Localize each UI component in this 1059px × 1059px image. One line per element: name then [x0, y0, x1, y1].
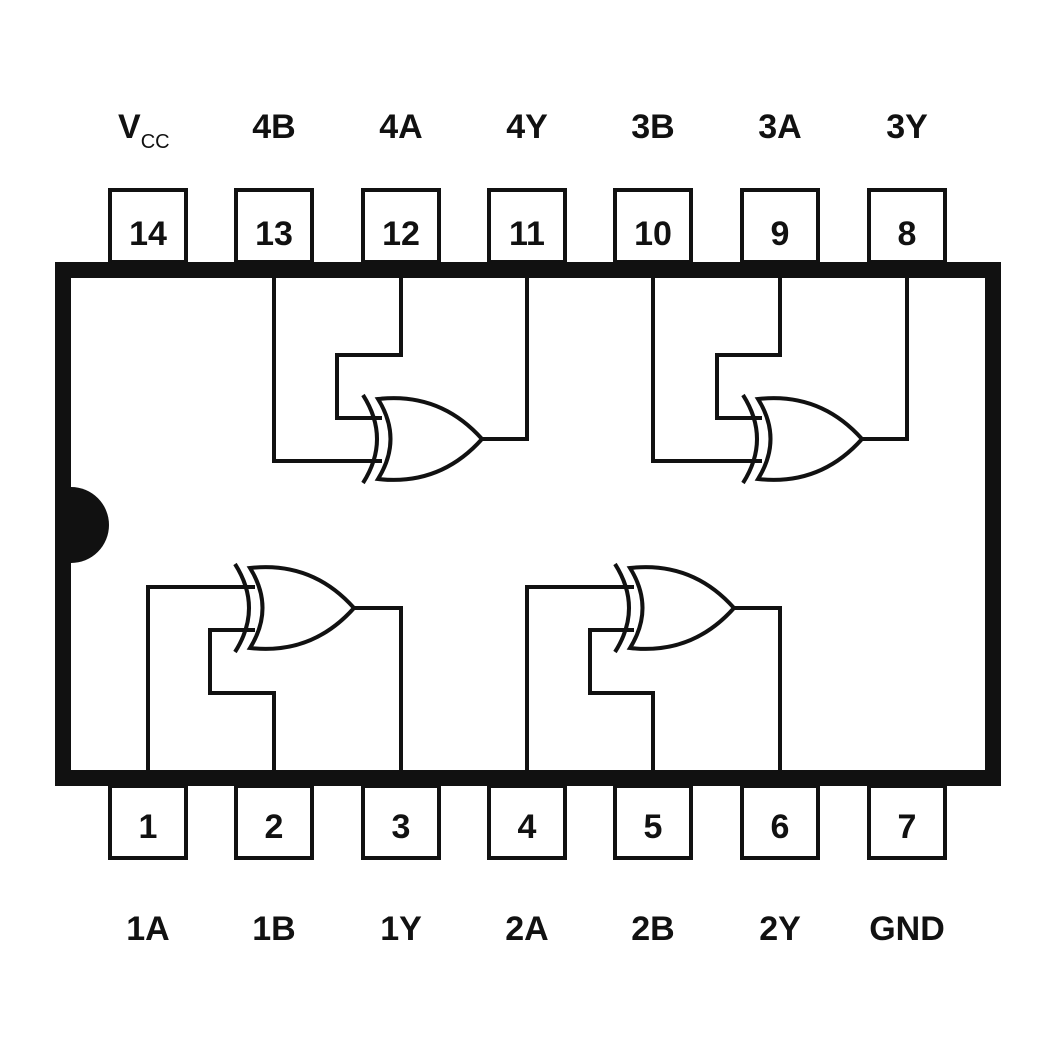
- gate-3-wiring: [651, 278, 909, 463]
- gate-3-xor-body: [754, 396, 865, 482]
- pin-8-number: 8: [898, 215, 917, 253]
- pin-2-number: 2: [265, 808, 284, 846]
- pin-1-number: 1: [139, 808, 158, 846]
- wire-gate3-to-pin8: [862, 278, 909, 441]
- pin-12: 12: [361, 188, 441, 264]
- pin-2-label: 1B: [252, 910, 295, 948]
- gate-1-wiring: [146, 585, 403, 770]
- pin-3-box: [361, 784, 441, 860]
- vcc-main: V: [118, 108, 141, 146]
- pin-1-label: 1A: [126, 910, 169, 948]
- pin-13-number: 13: [255, 215, 293, 253]
- pin-14-number: 14: [129, 215, 167, 253]
- pin-11: 11: [487, 188, 567, 264]
- pin-14: 14: [108, 188, 188, 264]
- wire-pin2-to-gate1: [208, 628, 276, 770]
- pin-1-box: [108, 784, 188, 860]
- pin-7-number: 7: [898, 808, 917, 846]
- pin-6: 6: [740, 784, 820, 860]
- gate-4-xor: [361, 393, 485, 485]
- gate-2-xor-body: [626, 565, 737, 651]
- bottom-pins: 1 2 3 4 5 6 7: [108, 784, 947, 860]
- pin-7-label: GND: [869, 910, 945, 948]
- pin-12-number: 12: [382, 215, 420, 253]
- pin-9-box: [740, 188, 820, 264]
- wire-gate2-to-pin6: [734, 606, 782, 770]
- pin-5-box: [613, 784, 693, 860]
- pin-13-label: 4B: [252, 108, 295, 146]
- pin-11-number: 11: [509, 215, 545, 253]
- gate-2-xor: [613, 562, 737, 654]
- pin-6-label: 2Y: [759, 910, 801, 948]
- gate-4-xor-body: [374, 396, 485, 482]
- gate-1-xor-body: [246, 565, 357, 651]
- pin-12-label: 4A: [379, 108, 422, 146]
- pin-5: 5: [613, 784, 693, 860]
- pin-8-box: [867, 188, 947, 264]
- wire-pin4-to-gate2: [525, 585, 634, 770]
- gate-3-xor-back-curve: [741, 393, 759, 485]
- pin-10-label: 3B: [631, 108, 674, 146]
- top-pins: 14 13 12 11 10 9 8: [108, 188, 947, 264]
- pin-9: 9: [740, 188, 820, 264]
- wire-pin1-to-gate1: [146, 585, 255, 770]
- pin-7: 7: [867, 784, 947, 860]
- pin-13: 13: [234, 188, 314, 264]
- pin-10-box: [613, 188, 693, 264]
- gate-1-xor: [233, 562, 357, 654]
- gate-2-xor-back-curve: [613, 562, 631, 654]
- pin-8: 8: [867, 188, 947, 264]
- wire-pin9-to-gate3: [715, 278, 782, 420]
- wire-gate4-to-pin11: [482, 278, 529, 441]
- wire-pin13-to-gate4: [272, 278, 382, 463]
- pin-11-box: [487, 188, 567, 264]
- pin-4-number: 4: [518, 808, 537, 846]
- pin-11-label: 4Y: [506, 108, 548, 146]
- pin-4: 4: [487, 784, 567, 860]
- pin-4-box: [487, 784, 567, 860]
- pin-6-number: 6: [771, 808, 790, 846]
- pin-3: 3: [361, 784, 441, 860]
- pin-14-box: [108, 188, 188, 264]
- pin-3-number: 3: [392, 808, 411, 846]
- pin-2: 2: [234, 784, 314, 860]
- pin-1: 1: [108, 784, 188, 860]
- pin-5-number: 5: [644, 808, 663, 846]
- pin-9-number: 9: [771, 215, 790, 253]
- top-pin-labels: VCC 4B 4A 4Y 3B 3A 3Y: [118, 108, 928, 153]
- pin-9-label: 3A: [758, 108, 801, 146]
- gate-3-xor: [741, 393, 865, 485]
- pin-12-box: [361, 188, 441, 264]
- wire-pin12-to-gate4: [335, 278, 403, 420]
- pin-10: 10: [613, 188, 693, 264]
- vcc-subscript: CC: [141, 131, 170, 153]
- pin-5-label: 2B: [631, 910, 674, 948]
- gate-1-xor-back-curve: [233, 562, 251, 654]
- pin-3-label: 1Y: [380, 910, 422, 948]
- pin-13-box: [234, 188, 314, 264]
- bottom-pin-labels: 1A 1B 1Y 2A 2B 2Y GND: [126, 910, 945, 948]
- pin-4-label: 2A: [505, 910, 548, 948]
- wire-pin5-to-gate2: [588, 628, 655, 770]
- orientation-notch: [71, 487, 109, 563]
- pin-2-box: [234, 784, 314, 860]
- pin-7-box: [867, 784, 947, 860]
- gate-4-xor-back-curve: [361, 393, 379, 485]
- pin-8-label: 3Y: [886, 108, 928, 146]
- pin-14-label: VCC: [118, 108, 170, 153]
- gate-2-wiring: [525, 585, 782, 770]
- wire-gate1-to-pin3: [354, 606, 403, 770]
- wire-pin10-to-gate3: [651, 278, 762, 463]
- gate-4-wiring: [272, 278, 529, 463]
- pin-6-box: [740, 784, 820, 860]
- pin-10-number: 10: [634, 215, 672, 253]
